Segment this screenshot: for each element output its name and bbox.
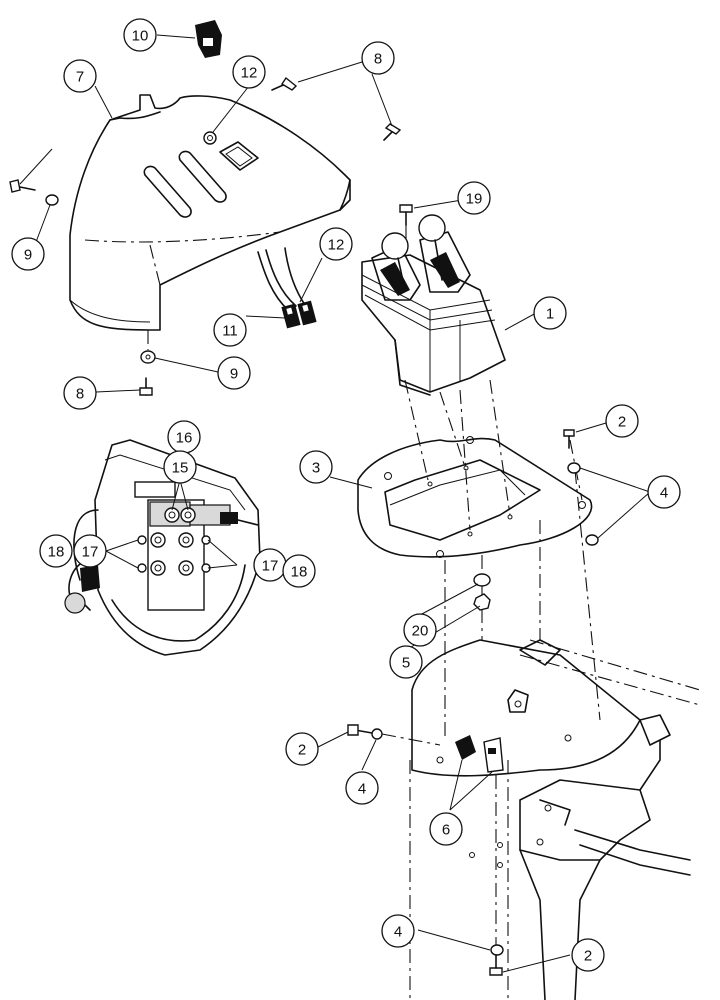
callout-circle [217, 356, 251, 390]
callout-label: 12 [328, 237, 345, 254]
callout-circle [282, 554, 316, 588]
callout-circle [533, 296, 567, 330]
callout-circle [319, 227, 353, 261]
callout-label: 19 [466, 191, 483, 208]
callout-4: 4 [381, 914, 415, 948]
callout-label: 4 [660, 485, 668, 502]
callout-label: 9 [24, 247, 32, 264]
callout-9: 9 [217, 356, 251, 390]
callout-label: 11 [222, 323, 238, 340]
leader-lines [19, 34, 651, 973]
callout-circle [63, 59, 97, 93]
callout-label: 1 [546, 306, 554, 323]
callout-2: 2 [571, 938, 605, 972]
callout-label: 8 [76, 386, 84, 403]
callout-label: 4 [394, 924, 402, 941]
callout-circle [457, 181, 491, 215]
callout-18: 18 [39, 534, 73, 568]
callout-19: 19 [457, 181, 491, 215]
callout-label: 10 [132, 28, 149, 45]
plate-fasteners [347, 429, 599, 976]
callout-label: 2 [584, 948, 592, 965]
shroud-fasteners [9, 20, 402, 396]
callout-4: 4 [647, 475, 681, 509]
callout-circle [39, 534, 73, 568]
callout-16: 16 [167, 420, 201, 454]
support-stand [409, 520, 701, 1000]
callout-circle [123, 18, 157, 52]
callout-label: 9 [230, 366, 238, 383]
callout-6: 6 [429, 812, 463, 846]
valve-detail-inset [64, 439, 261, 656]
callout-circle [345, 771, 379, 805]
callout-circle [605, 404, 639, 438]
callout-circle [571, 938, 605, 972]
callout-2: 2 [285, 732, 319, 766]
callout-circle [232, 55, 266, 89]
callout-4: 4 [345, 771, 379, 805]
shroud-cover [69, 94, 351, 331]
callout-label: 8 [374, 51, 382, 68]
callout-circle [403, 613, 437, 647]
callout-circle [429, 812, 463, 846]
callout-circle [389, 645, 423, 679]
callout-label: 2 [618, 414, 626, 431]
callout-label: 20 [412, 623, 429, 640]
callout-circle [285, 732, 319, 766]
callout-label: 5 [402, 655, 410, 672]
callout-label: 6 [442, 822, 450, 839]
callout-circle [381, 914, 415, 948]
callout-2: 2 [605, 404, 639, 438]
callout-circle [213, 313, 247, 347]
callout-circle [11, 237, 45, 271]
callout-circle [647, 475, 681, 509]
callout-20: 20 [403, 613, 437, 647]
callout-18: 18 [282, 554, 316, 588]
callout-3: 3 [299, 450, 333, 484]
callout-1: 1 [533, 296, 567, 330]
callout-9: 9 [11, 237, 45, 271]
callout-7: 7 [63, 59, 97, 93]
callout-12: 12 [319, 227, 353, 261]
callout-17: 17 [253, 548, 287, 582]
callout-10: 10 [123, 18, 157, 52]
callout-label: 17 [262, 558, 279, 575]
callout-17: 17 [73, 534, 107, 568]
callout-5: 5 [389, 645, 423, 679]
callout-label: 16 [176, 430, 193, 447]
callout-label: 3 [312, 460, 320, 477]
callout-label: 18 [48, 544, 65, 561]
callout-circle [361, 41, 395, 75]
callout-circle [163, 450, 197, 484]
callout-label: 18 [291, 564, 308, 581]
callout-label: 17 [82, 544, 99, 561]
callout-label: 12 [241, 65, 258, 82]
callout-circle [63, 376, 97, 410]
callout-8: 8 [361, 41, 395, 75]
callout-label: 2 [298, 742, 306, 759]
callout-label: 7 [76, 69, 84, 86]
callout-8: 8 [63, 376, 97, 410]
callout-12: 12 [232, 55, 266, 89]
callout-15: 15 [163, 450, 197, 484]
callout-circle [73, 534, 107, 568]
joystick-assembly [361, 204, 506, 396]
callout-label: 4 [358, 781, 366, 798]
callout-11: 11 [213, 313, 247, 347]
callout-label: 15 [172, 460, 189, 477]
callout-circle [299, 450, 333, 484]
